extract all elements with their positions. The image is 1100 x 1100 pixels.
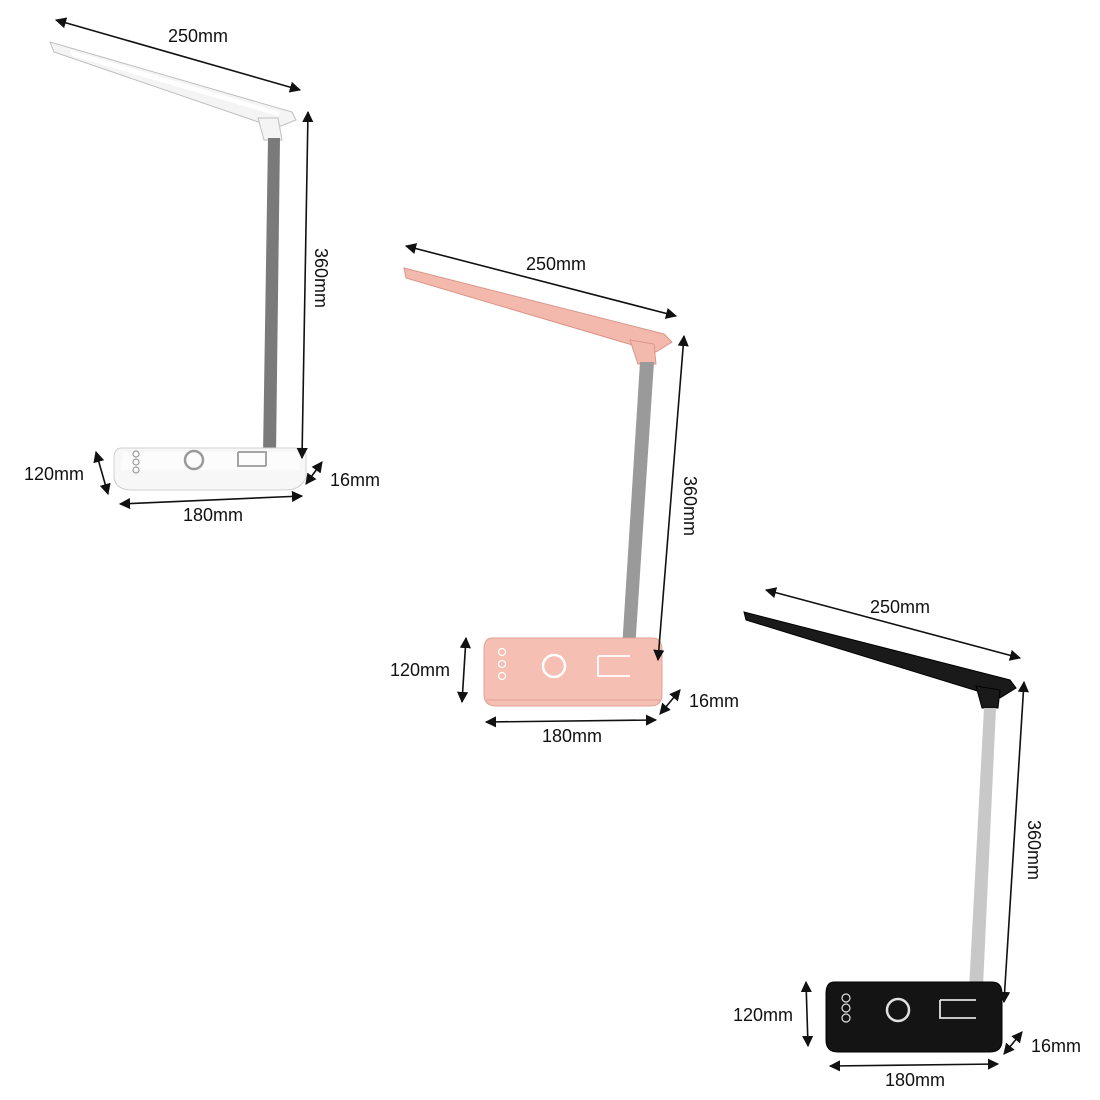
dim-label-base-width: 180mm <box>885 1070 945 1090</box>
dim-arrow-base-thickness <box>305 461 323 485</box>
pole-socket <box>597 655 630 677</box>
touch-button-icon <box>132 466 140 474</box>
lamp-black: 250mm 360mm 120mm 16mm 180mm <box>733 587 1081 1090</box>
dim-arrow-base-depth <box>800 980 814 1048</box>
dim-arrow-base-depth <box>457 636 471 704</box>
lamp-pole <box>968 708 996 1008</box>
wireless-charger-ring-icon <box>183 449 205 471</box>
touch-button-icon <box>841 1013 851 1023</box>
lamp-base <box>483 637 663 707</box>
wireless-charger-ring-icon <box>885 997 911 1023</box>
dim-arrow-base-thickness <box>1003 1031 1023 1055</box>
dim-arrow-base-width <box>828 1058 1000 1072</box>
dim-label-head-length: 250mm <box>168 26 228 46</box>
pole-socket <box>237 451 267 467</box>
touch-button-icon <box>497 659 507 669</box>
lamp-white-body <box>49 41 307 491</box>
dim-arrow-base-width <box>118 490 304 510</box>
dim-arrow-height <box>999 680 1029 1004</box>
dim-label-head-length: 250mm <box>870 597 930 617</box>
dim-label-base-width: 180mm <box>183 505 243 525</box>
dim-label-base-thickness: 16mm <box>689 691 739 711</box>
lamp-head-highlight <box>70 50 280 116</box>
dim-arrow-head-length <box>54 17 302 93</box>
touch-button-icon <box>497 671 507 681</box>
dim-label-base-thickness: 16mm <box>1031 1036 1081 1056</box>
touch-button-icon <box>132 458 140 466</box>
lamp-black-body <box>743 611 1017 1053</box>
touch-button-icon <box>132 450 140 458</box>
dim-label-base-depth: 120mm <box>390 660 450 680</box>
lamp-head <box>743 611 1017 699</box>
lamp-hinge <box>257 117 283 141</box>
dim-label-height: 360mm <box>1024 820 1044 880</box>
lamp-hinge <box>975 685 1001 709</box>
touch-button-icon <box>497 647 507 657</box>
lamp-hinge <box>629 339 657 365</box>
wireless-charger-ring-icon <box>541 653 567 679</box>
dim-label-base-depth: 120mm <box>24 464 84 484</box>
lamp-pole <box>263 138 280 455</box>
lamp-white: 250mm 360mm 120mm 16mm 180mm <box>24 17 380 525</box>
dim-label-head-length: 250mm <box>526 254 586 274</box>
touch-button-icon <box>841 993 851 1003</box>
lamp-pink-dimensions: 250mm 360mm 120mm 16mm 180mm <box>390 243 739 746</box>
lamp-pink-body <box>403 267 673 707</box>
dim-label-height: 360mm <box>311 248 331 308</box>
lamp-base-top <box>120 452 300 470</box>
dim-label-base-depth: 120mm <box>733 1005 793 1025</box>
dim-arrow-base-width <box>484 714 658 728</box>
lamp-pole <box>621 362 654 665</box>
dim-label-height: 360mm <box>680 476 700 536</box>
dim-arrow-base-thickness <box>659 689 681 715</box>
touch-button-icon <box>841 1003 851 1013</box>
lamp-white-dimensions: 250mm 360mm 120mm 16mm 180mm <box>24 17 380 525</box>
dim-arrow-base-depth <box>93 450 111 496</box>
lamp-black-dimensions: 250mm 360mm 120mm 16mm 180mm <box>733 587 1081 1090</box>
pole-socket <box>939 999 976 1019</box>
dim-arrow-head-length <box>764 587 1022 661</box>
lamp-pink: 250mm 360mm 120mm 16mm 180mm <box>390 243 739 746</box>
dim-arrow-height <box>296 110 314 460</box>
dim-label-base-thickness: 16mm <box>330 470 380 490</box>
dim-label-base-width: 180mm <box>542 726 602 746</box>
lamp-base <box>825 981 1003 1053</box>
dim-arrow-height <box>653 334 689 662</box>
dim-arrow-head-length <box>404 243 678 319</box>
